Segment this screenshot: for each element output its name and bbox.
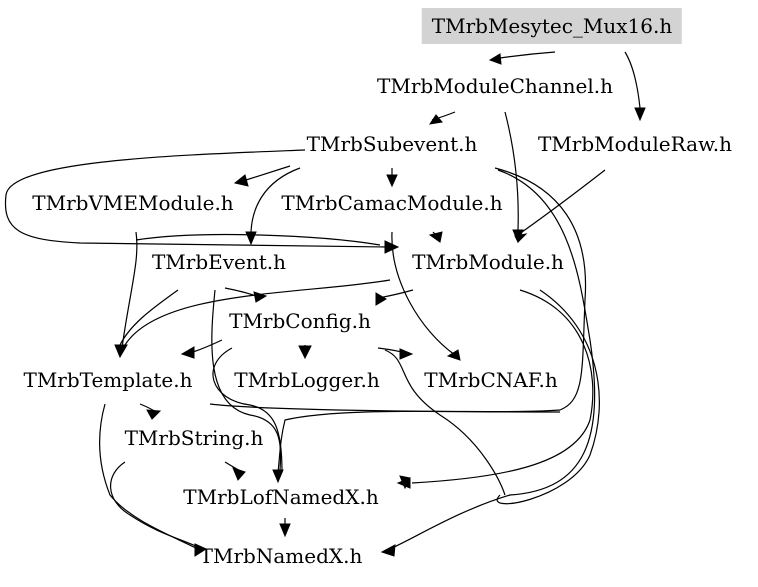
node-config[interactable]: TMrbConfig.h xyxy=(229,309,371,333)
node-mesytec-mux16[interactable]: TMrbMesytec_Mux16.h xyxy=(421,8,683,44)
arrowhead-named-a xyxy=(380,544,396,557)
node-template[interactable]: TMrbTemplate.h xyxy=(23,368,193,392)
arrowhead-modchan xyxy=(488,53,502,65)
arrowhead-lofnamed-a xyxy=(272,469,284,484)
edge-mux16-modchan xyxy=(499,51,556,59)
arrowhead-vme xyxy=(233,174,249,187)
arrowhead-named-c xyxy=(279,523,291,538)
arrowhead-template-a xyxy=(114,344,128,359)
node-module-raw[interactable]: TMrbModuleRaw.h xyxy=(537,132,733,156)
edge-event-template xyxy=(119,289,179,346)
edge-vme-module xyxy=(135,233,381,246)
edge-mux16-modraw xyxy=(624,51,641,109)
node-lof-named-x[interactable]: TMrbLofNamedX.h xyxy=(183,485,379,509)
node-logger[interactable]: TMrbLogger.h xyxy=(234,368,380,392)
arrowhead-module-c xyxy=(384,240,400,254)
edge-subevent-vme xyxy=(245,165,291,181)
arrowhead-cnaf-b xyxy=(399,348,414,360)
edge-vme-template xyxy=(121,231,138,349)
arrowhead-template-b xyxy=(180,346,195,359)
edge-config-named xyxy=(384,349,506,496)
arrowhead-modraw xyxy=(634,107,646,122)
arrowhead-lofnamed-d xyxy=(232,467,246,481)
arrowhead-lofnamed-c xyxy=(399,475,411,490)
edge-module-lofnamed xyxy=(411,289,594,484)
edge-module-named xyxy=(496,289,600,505)
edge-subevent-module xyxy=(4,149,389,248)
arrowhead-named-b xyxy=(194,543,208,557)
arrowhead-config-b xyxy=(375,292,387,306)
edge-subevent-lofnamed xyxy=(277,167,587,473)
edge-config-template xyxy=(192,339,223,353)
edge-config-lofnamed xyxy=(212,347,283,473)
arrowhead-module-d xyxy=(428,231,443,243)
edge-template-lofnamed xyxy=(209,403,561,413)
node-camac-module[interactable]: TMrbCamacModule.h xyxy=(281,191,503,215)
arrowhead-event xyxy=(245,231,257,246)
node-module[interactable]: TMrbModule.h xyxy=(412,250,564,274)
node-subevent[interactable]: TMrbSubevent.h xyxy=(306,132,478,156)
edge-module-template xyxy=(124,279,391,346)
node-string[interactable]: TMrbString.h xyxy=(124,426,264,450)
edge-event-config xyxy=(224,287,257,297)
edge-event-lofnamed xyxy=(211,289,282,471)
node-event[interactable]: TMrbEvent.h xyxy=(151,250,287,274)
edge-string-named xyxy=(110,461,201,549)
arrowhead-logger xyxy=(298,345,312,360)
node-vme-module[interactable]: TMrbVMEModule.h xyxy=(32,191,234,215)
edge-modraw-module xyxy=(521,169,606,233)
edge-modchan-module xyxy=(504,111,519,231)
arrowhead-cnaf-a xyxy=(446,349,461,361)
arrowhead-camac xyxy=(386,174,398,188)
node-module-channel[interactable]: TMrbModuleChannel.h xyxy=(377,74,613,98)
edge-subevent-named xyxy=(391,169,596,549)
node-cnaf[interactable]: TMrbCNAF.h xyxy=(424,368,558,392)
edge-subevent-event xyxy=(250,167,301,233)
arrowhead-string xyxy=(146,409,162,420)
arrowhead-config-a xyxy=(253,291,268,303)
arrowhead-module-b xyxy=(514,233,528,243)
arrowhead-subevent xyxy=(428,114,443,125)
node-named-x[interactable]: TMrbNamedX.h xyxy=(199,544,363,568)
